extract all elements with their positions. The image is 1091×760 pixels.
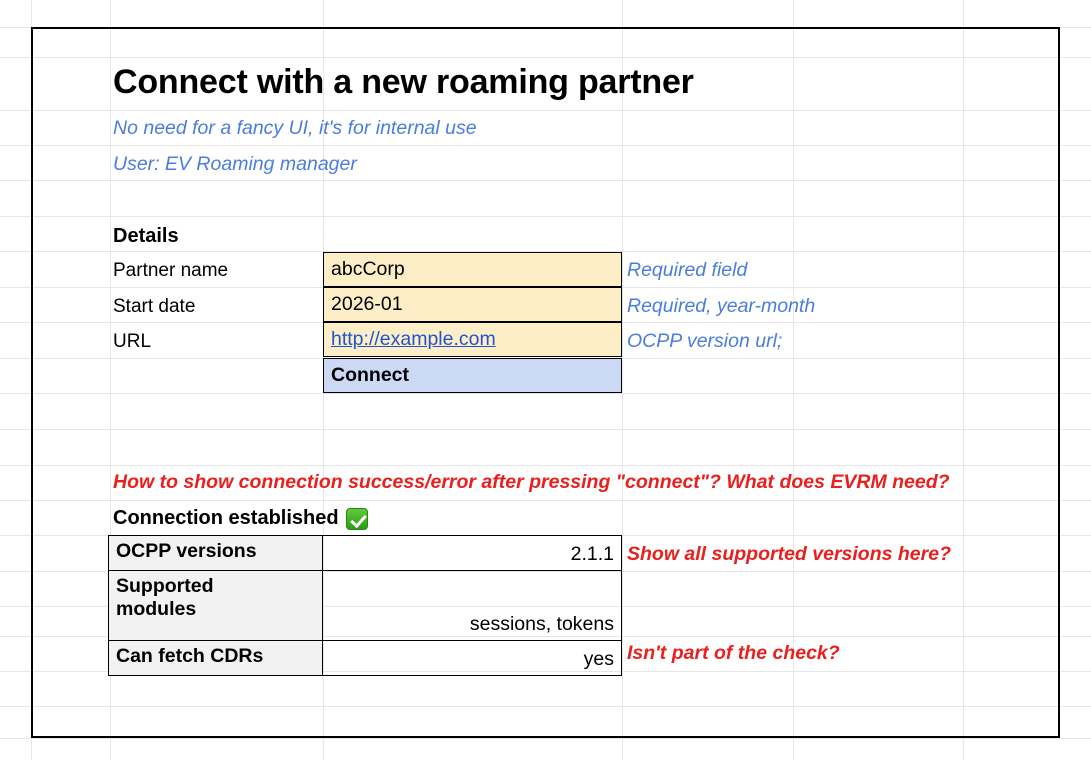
grid-line-horizontal	[0, 500, 1091, 501]
green-check-icon	[345, 507, 368, 530]
grid-line-horizontal	[0, 393, 1091, 394]
url-link[interactable]: http://example.com	[331, 328, 496, 350]
details-section-label: Details	[113, 225, 179, 247]
row-value-ocpp-versions: 2.1.1	[322, 535, 622, 571]
subtitle-note-1: No need for a fancy UI, it's for interna…	[113, 117, 477, 140]
row-value-supported-modules: sessions, tokens	[322, 570, 622, 641]
grid-line-horizontal	[0, 251, 1091, 252]
row-header-supported-modules: Supported modules	[108, 570, 323, 641]
label-partner-name: Partner name	[113, 259, 229, 281]
note-partner-name: Required field	[627, 259, 748, 282]
partner-name-input[interactable]: abcCorp	[323, 252, 622, 287]
row-header-supported-modules-line2: modules	[116, 598, 197, 620]
grid-line-horizontal	[0, 110, 1091, 111]
grid-line-horizontal	[0, 429, 1091, 430]
connect-button-label: Connect	[331, 364, 409, 386]
grid-line-horizontal	[0, 57, 1091, 58]
connection-status-label: Connection established	[113, 507, 339, 529]
grid-line-vertical	[622, 0, 623, 760]
row-value-can-fetch-cdrs: yes	[322, 640, 622, 676]
connect-button[interactable]: Connect	[323, 358, 622, 393]
partner-name-value: abcCorp	[331, 258, 405, 280]
connection-result-table: OCPP versions 2.1.1 Supported modules se…	[108, 535, 622, 676]
grid-line-horizontal	[0, 738, 1091, 739]
label-url: URL	[113, 330, 152, 352]
connection-status: Connection established	[113, 502, 368, 535]
note-can-fetch-cdrs: Isn't part of the check?	[627, 641, 840, 664]
grid-line-vertical	[963, 0, 964, 760]
open-question-note: How to show connection success/error aft…	[113, 471, 950, 494]
grid-line-horizontal	[0, 706, 1091, 707]
label-start-date: Start date	[113, 295, 196, 317]
page-title: Connect with a new roaming partner	[113, 63, 694, 102]
table-row: OCPP versions 2.1.1	[108, 535, 622, 571]
row-header-ocpp-versions: OCPP versions	[108, 535, 323, 571]
grid-line-horizontal	[0, 27, 1091, 28]
url-input[interactable]: http://example.com	[323, 322, 622, 357]
grid-line-vertical	[110, 0, 111, 760]
grid-line-horizontal	[0, 216, 1091, 217]
grid-line-horizontal	[0, 145, 1091, 146]
table-row: Supported modules sessions, tokens	[108, 570, 622, 641]
row-header-can-fetch-cdrs: Can fetch CDRs	[108, 640, 323, 676]
row-header-supported-modules-line1: Supported	[116, 575, 214, 597]
start-date-value: 2026-01	[331, 293, 403, 315]
start-date-input[interactable]: 2026-01	[323, 287, 622, 322]
grid-line-vertical	[31, 0, 32, 760]
note-start-date: Required, year-month	[627, 295, 816, 318]
note-url: OCPP version url;	[627, 330, 783, 353]
grid-line-horizontal	[0, 465, 1091, 466]
grid-line-vertical	[793, 0, 794, 760]
table-row: Can fetch CDRs yes	[108, 640, 622, 676]
grid-line-horizontal	[0, 180, 1091, 181]
note-ocpp-versions: Show all supported versions here?	[627, 542, 951, 565]
subtitle-note-2: User: EV Roaming manager	[113, 153, 357, 176]
